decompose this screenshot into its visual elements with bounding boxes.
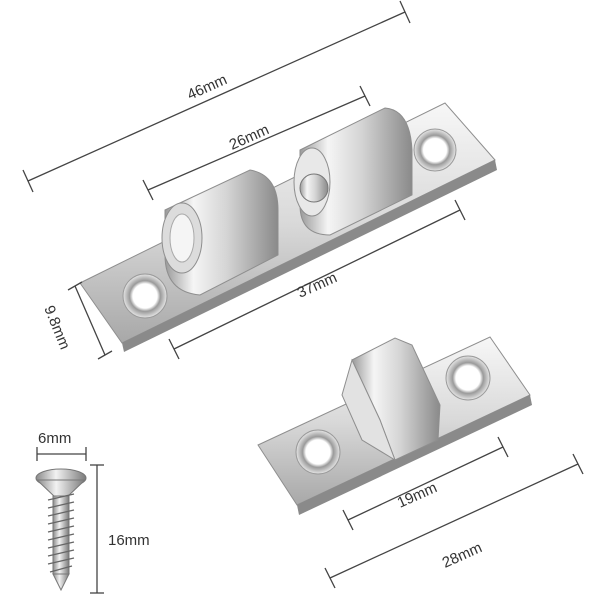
double-ball-catch: [79, 102, 497, 352]
strike-screw-hole-right: [445, 355, 491, 401]
label-37mm: 37mm: [295, 269, 340, 301]
catch-plate-edge: [122, 160, 497, 352]
strike-plate-edge: [297, 395, 532, 515]
catch-screw-hole-left: [122, 273, 168, 319]
mounting-screw: [35, 468, 87, 592]
label-46mm: 46mm: [185, 71, 230, 103]
dimension-16mm: 16mm: [90, 464, 150, 594]
catch-ball: [299, 173, 329, 203]
label-16mm: 16mm: [108, 532, 150, 549]
label-19mm: 19mm: [395, 479, 440, 511]
catch-roller-housing-right: [299, 107, 413, 236]
label-28mm: 28mm: [440, 539, 485, 571]
label-26mm: 26mm: [227, 121, 272, 153]
strike-screw-hole-left: [295, 429, 341, 475]
label-9-8mm: 9.8mm: [40, 303, 73, 352]
strike-plate: [257, 336, 532, 515]
dimension-6mm: 6mm: [36, 430, 87, 461]
catch-screw-hole-right: [413, 128, 457, 172]
label-6mm: 6mm: [38, 430, 71, 447]
